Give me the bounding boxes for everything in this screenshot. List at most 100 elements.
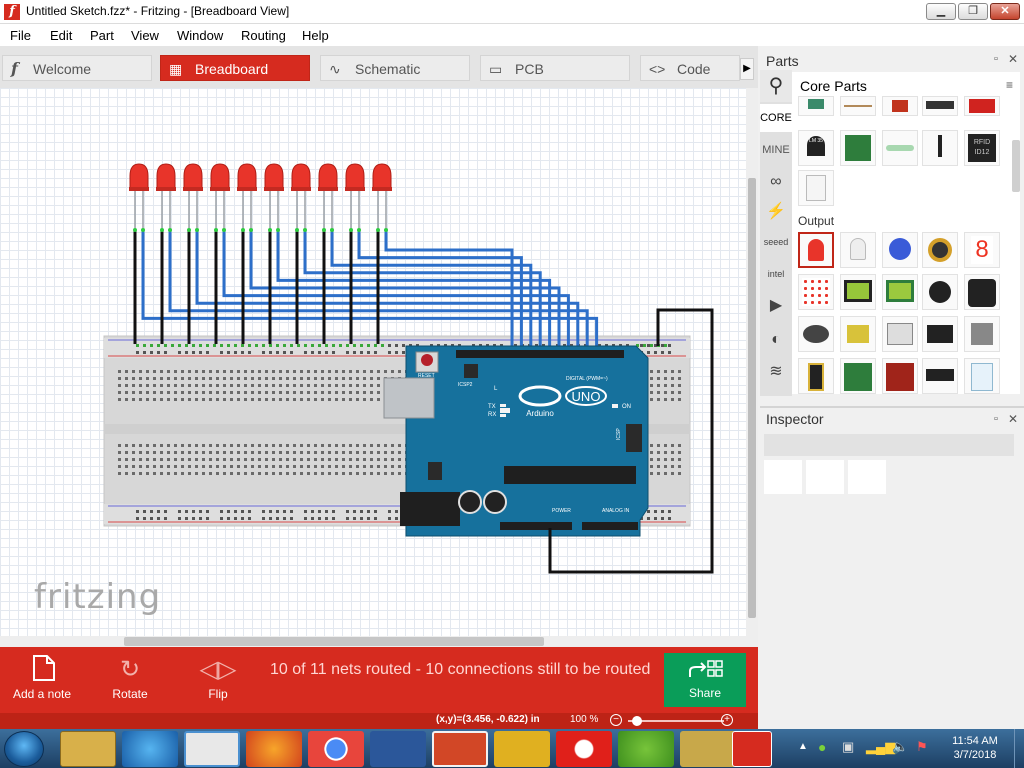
zoom-in-icon[interactable]: + [721,714,733,726]
part-relay-module[interactable] [840,358,876,394]
tab-breadboard[interactable]: ▦ Breadboard [160,55,310,81]
anode-wire[interactable] [384,230,514,346]
zoom-slider-handle[interactable] [632,716,642,726]
part-led-matrix[interactable] [798,274,834,310]
led-red[interactable] [129,163,149,228]
anode-wire[interactable] [141,230,599,346]
menu-edit[interactable]: Edit [50,28,73,43]
tab-schematic[interactable]: ∿ Schematic [320,55,470,81]
share-button[interactable]: Share [664,653,746,707]
part-ir-sensor[interactable] [922,96,958,116]
calendar-app-icon[interactable] [680,731,736,767]
part-green-module[interactable] [840,130,876,166]
led-red[interactable] [318,163,338,228]
word-icon[interactable] [370,731,426,767]
flip-button[interactable]: ◁▷ Flip [178,647,258,713]
zoom-out-icon[interactable]: − [610,714,622,726]
parts-close-icon[interactable]: ✕ [1008,52,1019,66]
part-red-led[interactable] [798,232,834,268]
routing-status-text[interactable]: 10 of 11 nets routed - 10 connections st… [270,661,651,678]
part-reed-switch[interactable] [882,130,918,166]
start-button[interactable] [4,731,44,767]
add-note-button[interactable]: Add a note [2,647,82,713]
part-photocell[interactable] [882,96,918,116]
part-piezo-buzzer[interactable] [922,274,958,310]
tab-code[interactable]: <> Code [640,55,740,81]
close-button[interactable]: ✕ [990,3,1020,20]
led-red[interactable] [291,163,311,228]
part-sensor[interactable] [798,96,834,116]
part-stepper-motor[interactable] [964,316,1000,352]
tab-pcb[interactable]: ▭ PCB [480,55,630,81]
led-red[interactable] [183,163,203,228]
part-breakout[interactable] [964,96,1000,116]
zoom-slider[interactable] [628,720,724,722]
fritzing-taskbar-icon[interactable] [732,731,772,767]
bin-tab-contrib[interactable]: ◐ [771,331,781,348]
bin-tab-core[interactable]: CORE [760,104,792,132]
part-lcd-display[interactable] [840,274,876,310]
part-dc-motor[interactable] [840,316,876,352]
minimize-button[interactable]: ▁ [926,3,956,20]
ground-wire[interactable] [548,308,714,574]
parts-bin-scroll-thumb[interactable] [1012,140,1020,192]
menu-view[interactable]: View [131,28,159,43]
part-ic-chip[interactable] [922,358,958,394]
maximize-button[interactable]: ❐ [958,3,988,20]
rotate-button[interactable]: ↻ Rotate [90,647,170,713]
anode-wire[interactable] [249,230,561,346]
menu-window[interactable]: Window [177,28,224,43]
parts-float-icon[interactable]: ▫ [994,53,998,65]
menu-routing[interactable]: Routing [241,28,286,43]
part-servo[interactable] [922,316,958,352]
bin-tab-arduino[interactable]: ∞ [770,173,782,190]
anode-wire[interactable] [195,230,580,346]
part-joystick[interactable] [922,130,958,166]
part-lamp[interactable] [964,358,1000,394]
part-light-bulb[interactable] [882,232,918,268]
led-red[interactable] [237,163,257,228]
arduino-uno-board[interactable]: UNO Arduino RESET ICSP2 DIGITAL (PWM=~) … [383,345,649,537]
winamp-icon[interactable] [494,731,550,767]
part-power-led[interactable] [922,232,958,268]
bin-tab-seeed[interactable]: seeed [763,237,789,247]
led-red[interactable] [156,163,176,228]
bin-tab-mine[interactable]: MINE [762,144,790,156]
firefox-icon[interactable] [246,731,302,767]
opera-icon[interactable] [556,731,612,767]
inspector-close-icon[interactable]: ✕ [1008,412,1019,426]
menu-part[interactable]: Part [90,28,114,43]
chrome-icon[interactable] [308,731,364,767]
part-red-shield[interactable] [882,358,918,394]
media-player-icon[interactable] [184,731,240,767]
anode-wire[interactable] [330,230,533,346]
led-red[interactable] [372,163,392,228]
part-rfid-reader[interactable]: RFID ID12 [964,130,1000,166]
menu-file[interactable]: File [10,28,31,43]
part-motor-driver[interactable] [882,316,918,352]
part-temperature-sensor-lm35[interactable]: LM 35 [798,130,834,166]
action-center-icon[interactable]: ⚑ [916,739,928,754]
part-humidity-sensor[interactable] [798,170,834,206]
bin-tab-intel[interactable]: intel [767,269,785,279]
led-red[interactable] [210,163,230,228]
part-battery[interactable] [798,358,834,394]
breadboard-canvas[interactable]: UNO Arduino RESET ICSP2 DIGITAL (PWM=~) … [0,88,746,636]
search-icon[interactable]: ⚲ [760,70,792,102]
tray-device-icon[interactable]: ▣ [842,739,855,754]
bin-tab-snootlab[interactable]: ▶ [769,297,783,314]
part-rgb-led[interactable] [840,232,876,268]
tray-expand-icon[interactable]: ▲ [798,741,808,752]
anode-wire[interactable] [276,230,552,346]
inspector-float-icon[interactable]: ▫ [994,413,998,425]
tray-utorrent-icon[interactable]: ● [818,739,827,755]
tab-scroll-right-icon[interactable]: ▶ [740,58,754,80]
anode-wire[interactable] [357,230,523,346]
volume-icon[interactable]: 🔈 [892,739,909,754]
part-vibration-motor[interactable] [798,316,834,352]
part-lcd-large[interactable] [882,274,918,310]
bin-tab-more[interactable]: ≋ [769,363,783,380]
powerpoint-icon[interactable] [432,731,488,767]
internet-explorer-icon[interactable] [122,731,178,767]
bin-menu-icon[interactable]: ≡ [1006,78,1014,92]
